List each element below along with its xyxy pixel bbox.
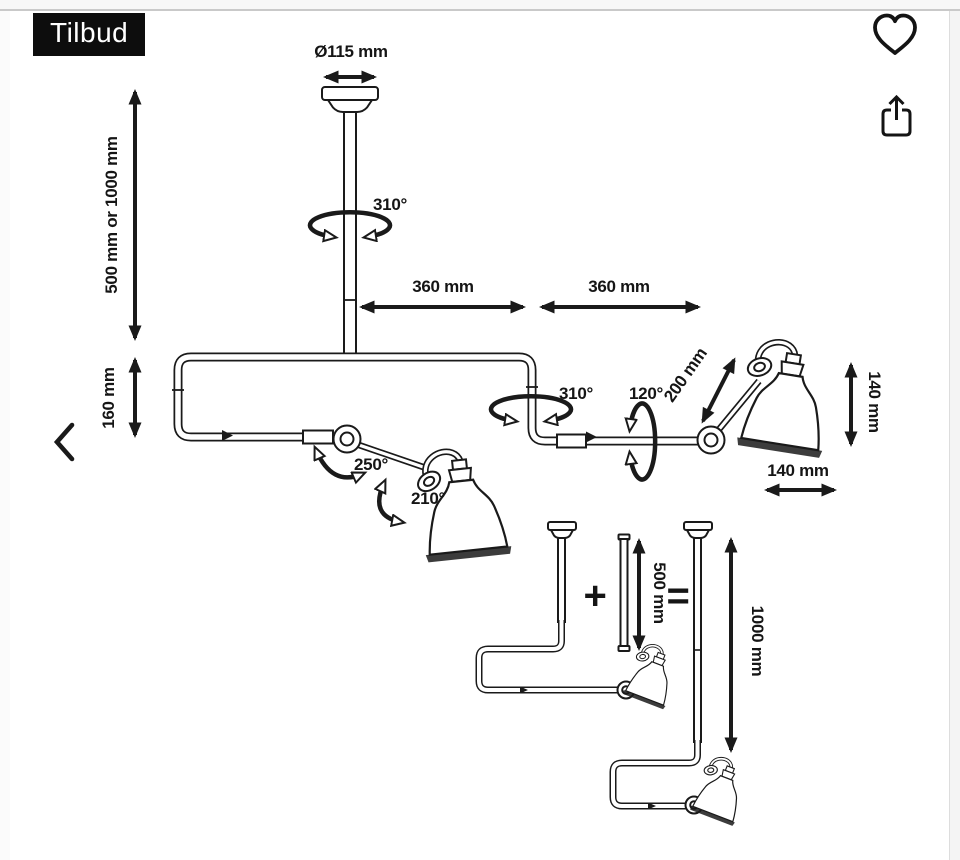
dim-label-arm-left: 360 mm	[412, 277, 474, 296]
extension-rod-drawing	[617, 533, 631, 652]
rotation-shade: 210°	[379, 483, 446, 522]
right-gutter	[949, 11, 960, 860]
rotation-frame: 310°	[488, 384, 594, 421]
main-lamp-drawing	[172, 86, 838, 563]
dimension-arm-right: 360 mm	[539, 277, 701, 314]
dim-label-extension-rod: 500 mm	[650, 562, 669, 624]
dim-label-head-arm: 200 mm	[660, 344, 711, 405]
left-gutter	[0, 11, 10, 860]
dim-label-shade-height: 140 mm	[865, 371, 884, 433]
dim-label-canopy-diameter: Ø115 mm	[314, 42, 388, 61]
dim-label-shade-diameter: 140 mm	[767, 461, 829, 480]
dim-label-shade-tilt: 210°	[411, 489, 445, 508]
dimension-head-arm: 200 mm	[660, 344, 736, 424]
rotation-elbow: 250°	[316, 450, 389, 477]
back-button[interactable]	[50, 421, 78, 463]
dimension-extension-rod: 500 mm	[632, 538, 669, 651]
dimension-shade-height: 140 mm	[844, 362, 884, 447]
lamp-frame	[172, 352, 700, 449]
equals-sign: =	[666, 574, 689, 618]
dim-label-arm-rotation: 120°	[629, 384, 663, 403]
plus-sign: +	[583, 574, 606, 618]
share-icon	[881, 94, 912, 137]
dimension-canopy-diameter: Ø115 mm	[314, 42, 388, 84]
config-long-drawing	[609, 521, 757, 829]
dim-label-frame-rotation: 310°	[559, 384, 593, 403]
chevron-left-icon	[53, 422, 75, 462]
share-button[interactable]	[878, 93, 916, 139]
favorite-button[interactable]	[870, 12, 920, 58]
dim-label-rod-rotation: 310°	[373, 195, 407, 214]
status-badge-sale: Tilbud	[33, 13, 146, 56]
dim-label-elbow-tilt: 250°	[354, 455, 388, 474]
canopy	[321, 86, 379, 101]
dimension-rod-length: 500 mm or 1000 mm	[102, 89, 142, 341]
dim-label-total-drop: 1000 mm	[748, 606, 767, 677]
heart-icon	[873, 13, 917, 55]
config-short-drawing	[475, 521, 686, 712]
dim-label-arm-right: 360 mm	[588, 277, 650, 296]
lamp-head-left	[332, 424, 513, 563]
rotation-arm: 120°	[629, 384, 664, 482]
dimension-frame-height: 160 mm	[99, 357, 142, 438]
top-divider-bar	[0, 0, 960, 11]
dim-label-frame-height: 160 mm	[99, 367, 118, 429]
rotation-rod: 310°	[307, 195, 408, 237]
drop-rod	[343, 111, 357, 355]
dimension-total-drop: 1000 mm	[724, 537, 767, 753]
lamp-head-right	[696, 337, 838, 458]
dimension-shade-diameter: 140 mm	[764, 461, 837, 497]
dimension-arm-left: 360 mm	[359, 277, 526, 314]
dim-label-rod-length: 500 mm or 1000 mm	[102, 136, 121, 294]
